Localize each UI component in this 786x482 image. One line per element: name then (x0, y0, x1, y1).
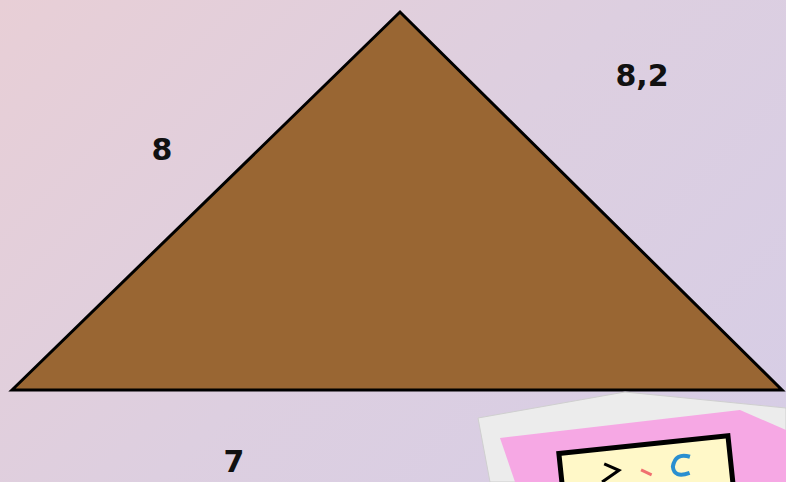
side-length: 8 (152, 135, 173, 165)
triangle (12, 12, 782, 390)
clip-art (478, 392, 786, 482)
side-length: 8,2 (615, 61, 668, 91)
side-length: 7 (224, 447, 245, 477)
